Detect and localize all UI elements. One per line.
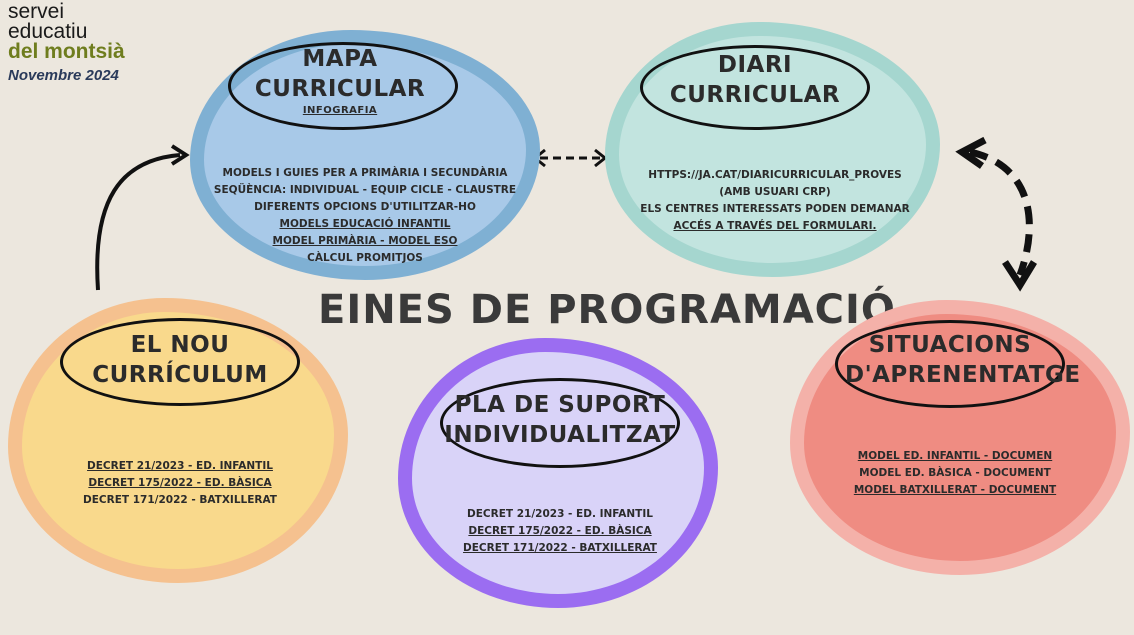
arrowhead-icon — [955, 136, 987, 169]
link[interactable]: Decret 171/2022 - Batxillerat — [463, 542, 657, 554]
formulari-link[interactable]: accés a través del formulari. — [673, 220, 877, 232]
link[interactable]: Decret 175/2022 - Ed. Bàsica — [88, 477, 272, 489]
scribble-ellipse — [228, 42, 458, 130]
date-label: Novembre 2024 — [8, 67, 119, 84]
card-body: Decret 21/2023 - Ed. Infantil Decret 175… — [430, 506, 690, 557]
scribble-ellipse — [440, 378, 680, 468]
main-title: EINES DE PROGRAMACIÓ — [318, 287, 896, 333]
card-body: Model Ed. Infantil - Documen Model Ed. B… — [830, 448, 1080, 499]
link[interactable]: Decret 175/2022 - Ed. Bàsica — [468, 525, 652, 537]
link[interactable]: Model primària - model ESO — [272, 235, 458, 247]
dashed-arrow — [969, 148, 1033, 277]
link[interactable]: Decret 21/2023 - Ed. Infantil — [87, 460, 273, 472]
infografia-link[interactable]: INFOGRAFIA — [302, 105, 378, 116]
card-body: Models i guies per a primària i secundàr… — [205, 165, 525, 267]
logo: servei educatiu del montsià Novembre 202… — [8, 0, 125, 86]
link[interactable]: Model Batxillerat - Document — [853, 484, 1057, 496]
card-body: Decret 21/2023 - Ed. Infantil Decret 175… — [50, 458, 310, 509]
scribble-ellipse — [640, 45, 870, 130]
link[interactable]: Model Ed. Infantil - Documen — [857, 450, 1053, 462]
scribble-ellipse — [60, 318, 300, 406]
arrow-curve — [95, 153, 181, 291]
scribble-ellipse — [835, 320, 1065, 408]
logo-line: educatiu — [8, 20, 88, 43]
arrowhead-icon — [1002, 260, 1037, 292]
arrowhead-icon — [170, 144, 190, 166]
link[interactable]: Models educació infantil — [279, 218, 451, 230]
logo-line: servei — [8, 0, 65, 23]
card-body: https://ja.cat/diaricurricular_proves(am… — [620, 167, 930, 235]
logo-line: del montsià — [8, 40, 125, 63]
